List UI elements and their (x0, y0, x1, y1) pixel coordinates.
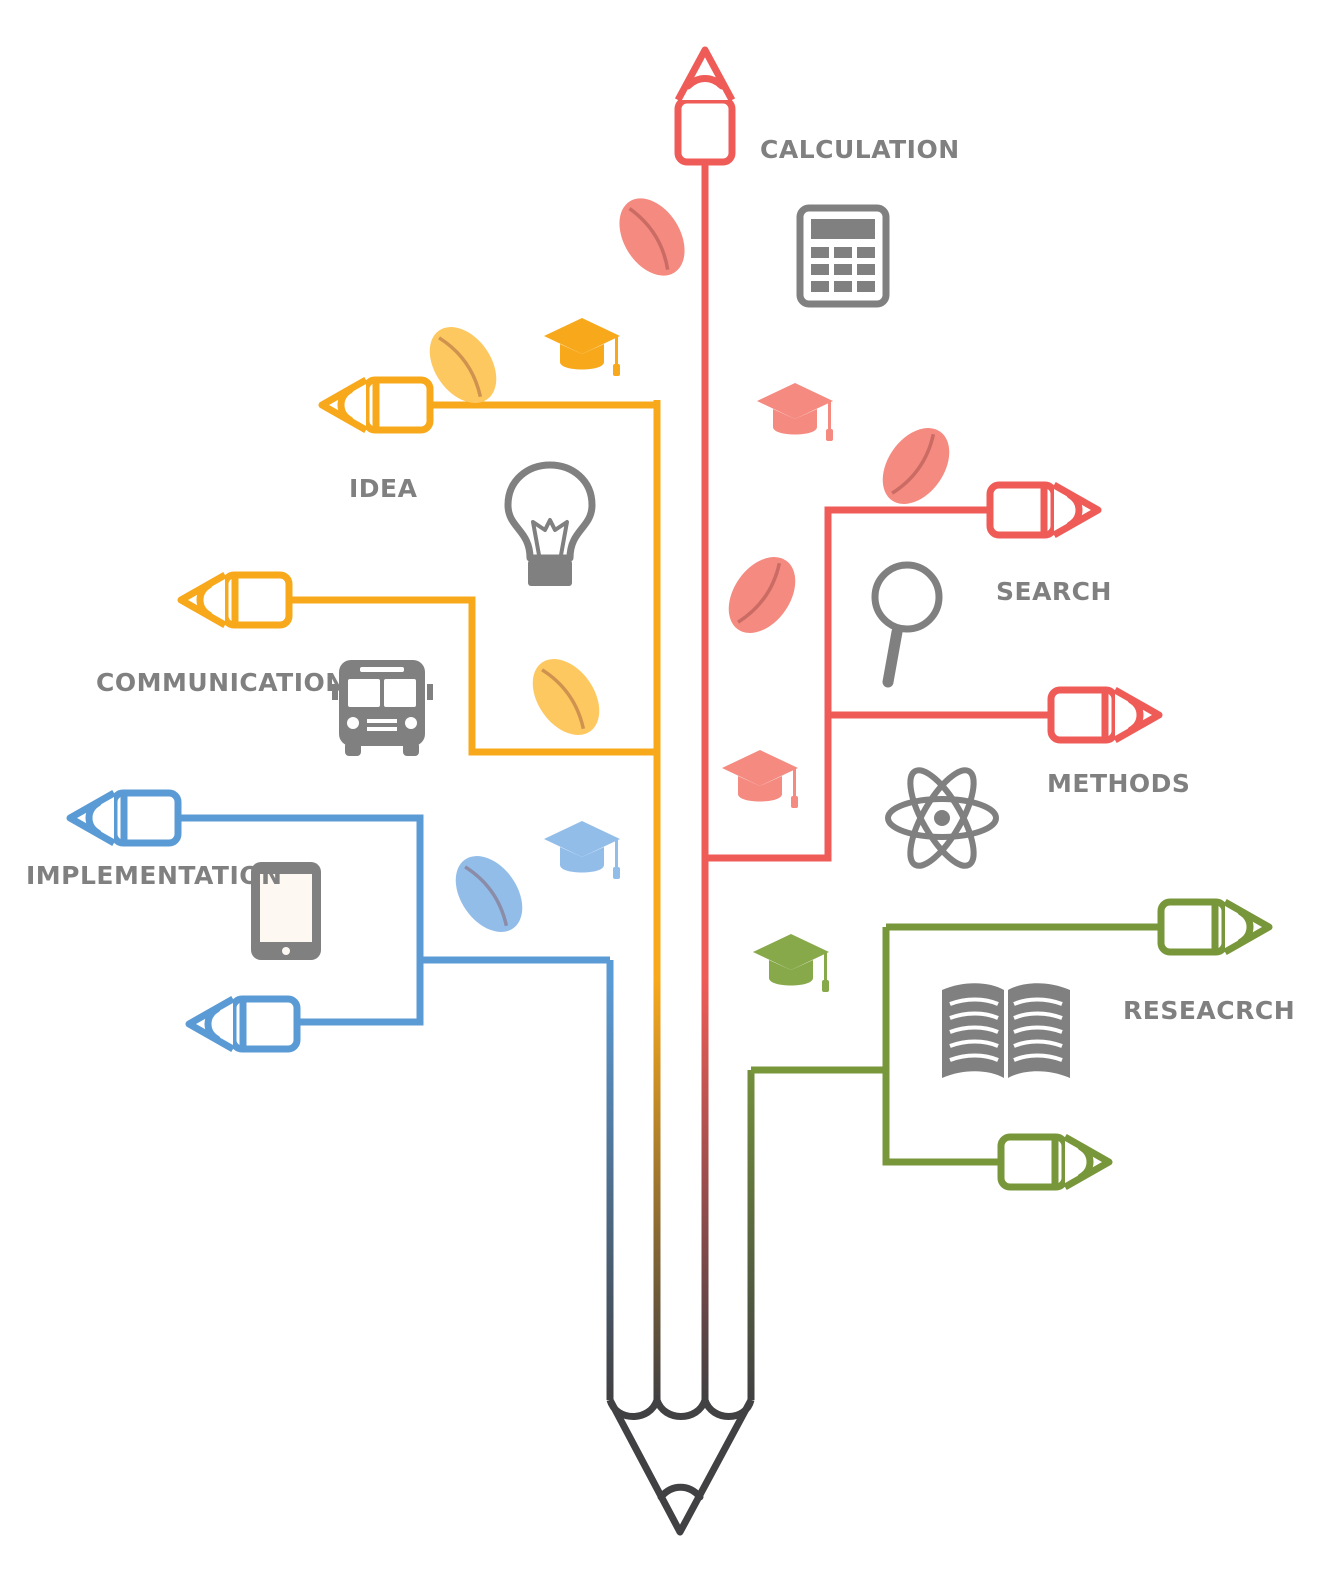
calculation-pencil-tip (674, 46, 736, 166)
pencil-icon (606, 160, 755, 1536)
leaf-icon (867, 413, 965, 519)
leaf-icon (713, 542, 811, 648)
implementation-pencil-tip (70, 793, 178, 843)
communication-pencil-tip (181, 575, 289, 625)
graduation-cap-icon (544, 318, 620, 376)
label-calculation: CALCULATION (760, 135, 960, 164)
label-communication: COMMUNICATION (96, 668, 347, 697)
green-branches (751, 923, 1162, 1166)
label-research: RESEACRCH (1123, 996, 1295, 1025)
label-idea: IDEA (349, 474, 418, 503)
leaf-icon (440, 841, 538, 947)
lightbulb-icon (504, 461, 596, 586)
research-pencil-tip (1161, 902, 1269, 952)
orange-branches (290, 401, 657, 756)
implementation-pencil-tip-lower (189, 999, 297, 1049)
graduation-cap-icon (544, 821, 620, 879)
methods-pencil-tip (1051, 690, 1159, 740)
calculator-icon (796, 204, 890, 308)
open-book-icon (942, 983, 1070, 1078)
search-pencil-tip (990, 485, 1098, 535)
tablet-icon (251, 862, 321, 960)
blue-branches (178, 814, 610, 1026)
graduation-cap-icon (757, 383, 833, 441)
magnifier-icon (871, 561, 943, 688)
label-implementation: IMPLEMENTATION (26, 861, 282, 890)
leaf-icon (604, 184, 700, 290)
graduation-cap-icon (722, 750, 798, 808)
label-methods: METHODS (1047, 769, 1190, 798)
school-bus-icon (332, 660, 433, 756)
leaf-icon (517, 644, 615, 750)
red-branches (705, 506, 1053, 862)
research-pencil-tip-lower (1001, 1137, 1109, 1187)
label-search: SEARCH (996, 577, 1112, 606)
graduation-cap-icon (753, 934, 829, 992)
idea-pencil-tip (322, 380, 430, 430)
atom-icon (885, 767, 999, 869)
